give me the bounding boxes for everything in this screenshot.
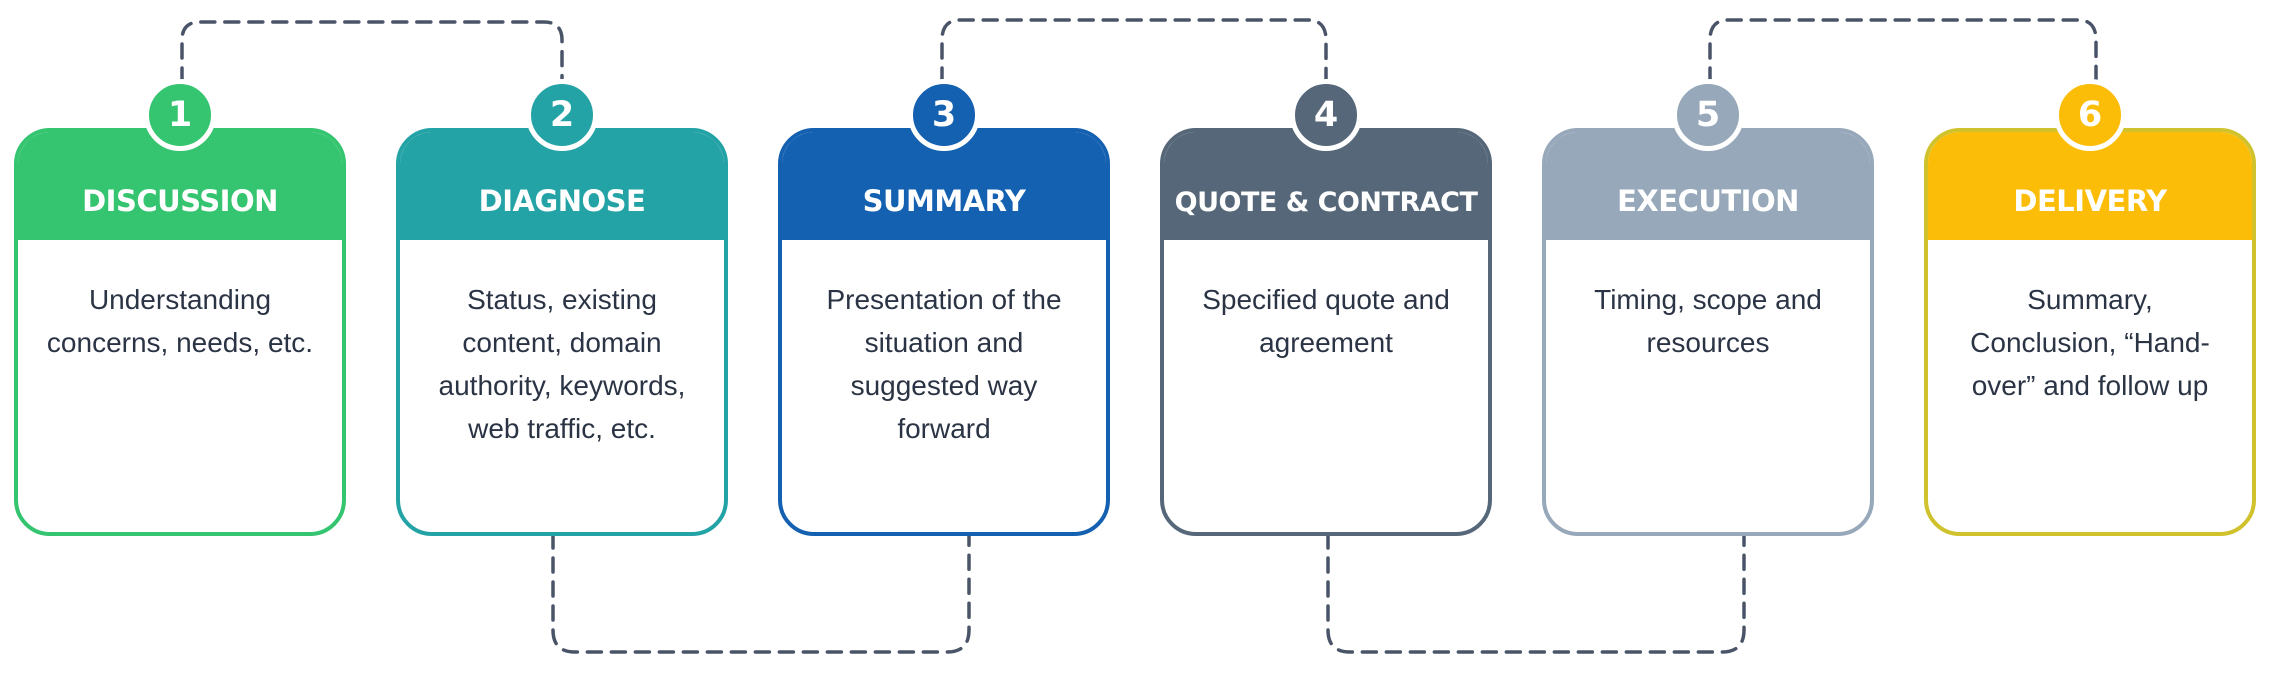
connector-2-3 — [551, 532, 971, 654]
step-5: EXECUTION Timing, scope and resources 5 — [1542, 79, 1874, 536]
step-number-badge: 1 — [144, 79, 216, 151]
connector-5-6 — [1708, 18, 2098, 84]
step-number-badge: 3 — [908, 79, 980, 151]
step-card: QUOTE & CONTRACT Specified quote and agr… — [1160, 128, 1492, 536]
step-number-badge: 4 — [1290, 79, 1362, 151]
step-card: DIAGNOSE Status, existing content, domai… — [396, 128, 728, 536]
step-number-badge: 6 — [2054, 79, 2126, 151]
step-2: DIAGNOSE Status, existing content, domai… — [396, 79, 728, 536]
step-description: Status, existing content, domain authori… — [438, 284, 686, 444]
step-6: DELIVERY Summary, Conclusion, “Hand-over… — [1924, 79, 2256, 536]
step-card: SUMMARY Presentation of the situation an… — [778, 128, 1110, 536]
step-description: Timing, scope and resources — [1594, 284, 1822, 358]
step-card: EXECUTION Timing, scope and resources — [1542, 128, 1874, 536]
connector-1-2 — [180, 20, 564, 84]
step-description: Presentation of the situation and sugges… — [826, 284, 1062, 444]
step-number-badge: 5 — [1672, 79, 1744, 151]
step-3: SUMMARY Presentation of the situation an… — [778, 79, 1110, 536]
step-4: QUOTE & CONTRACT Specified quote and agr… — [1160, 79, 1492, 536]
step-description: Summary, Conclusion, “Hand-over” and fol… — [1970, 284, 2210, 401]
connector-3-4 — [940, 18, 1328, 84]
connector-4-5 — [1326, 532, 1746, 654]
step-1: DISCUSSION Understanding concerns, needs… — [14, 79, 346, 536]
step-description: Specified quote and agreement — [1202, 284, 1450, 358]
step-number-badge: 2 — [526, 79, 598, 151]
step-description: Understanding concerns, needs, etc. — [46, 284, 314, 358]
step-card: DELIVERY Summary, Conclusion, “Hand-over… — [1924, 128, 2256, 536]
step-card: DISCUSSION Understanding concerns, needs… — [14, 128, 346, 536]
